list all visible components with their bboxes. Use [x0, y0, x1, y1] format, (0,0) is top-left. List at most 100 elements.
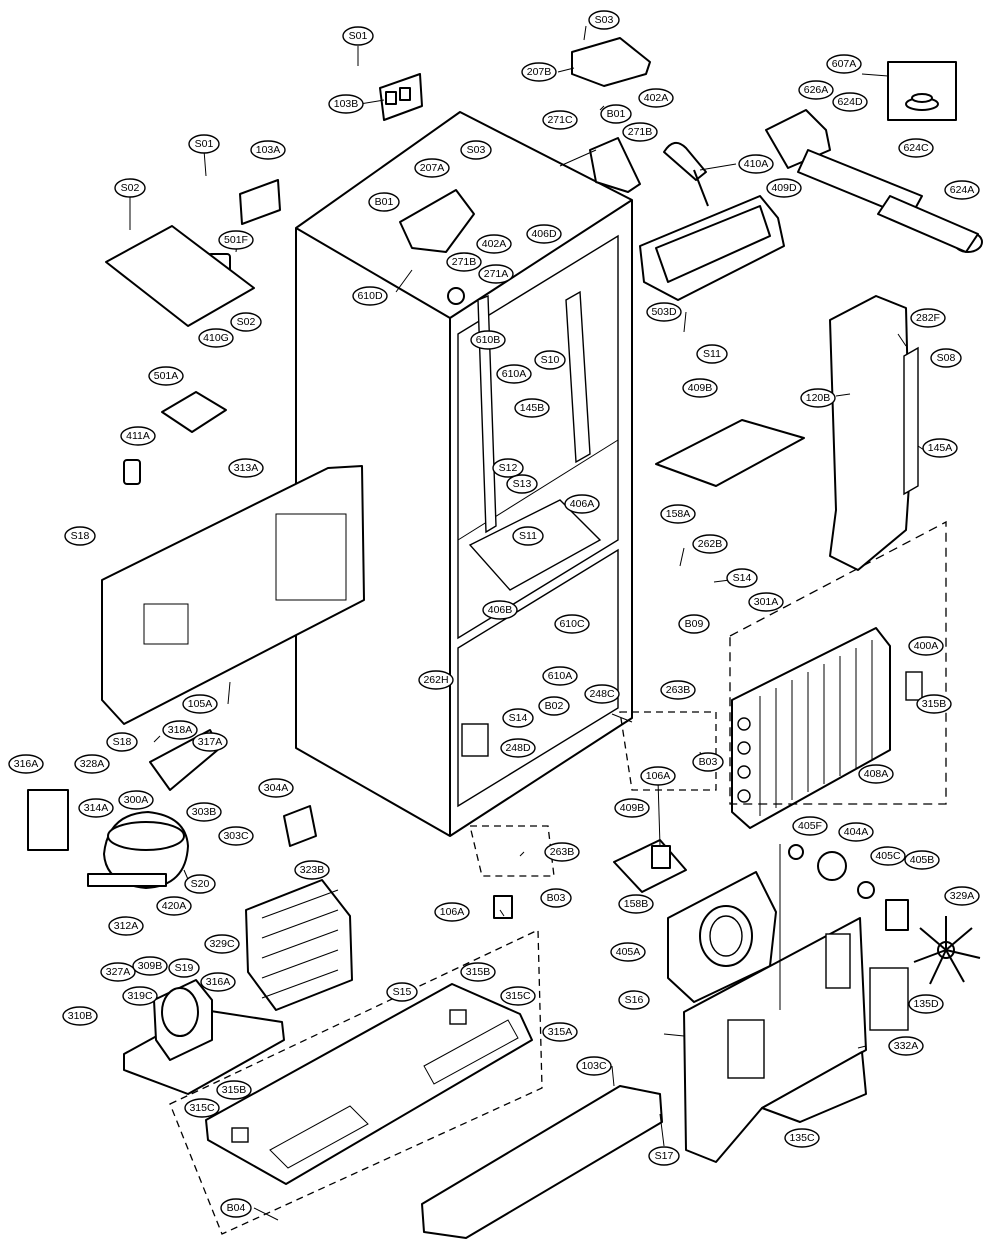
- callout-315c-left: 315C: [184, 1098, 220, 1118]
- callout-317a: 317A: [192, 732, 228, 752]
- label-610a: 610A: [548, 670, 573, 682]
- back-cover-313a: [101, 465, 365, 725]
- callout-s20: S20: [184, 874, 216, 894]
- label-501a: 501A: [154, 370, 179, 382]
- callout-b09: B09: [678, 614, 710, 634]
- callout-300a: 300A: [118, 790, 154, 810]
- label-b03: B03: [547, 892, 566, 904]
- label-409b: 409B: [620, 802, 645, 814]
- label-503d: 503D: [651, 306, 677, 318]
- label-s19: S19: [175, 962, 194, 974]
- callout-610d: 610D: [352, 286, 388, 306]
- label-315b: 315B: [222, 1084, 247, 1096]
- callout-s08: S08: [930, 348, 962, 368]
- callout-316a-low: 316A: [200, 972, 236, 992]
- callout-626a: 626A: [798, 80, 834, 100]
- callout-406a: 406A: [564, 494, 600, 514]
- label-315a: 315A: [548, 1026, 573, 1038]
- label-103b: 103B: [334, 98, 359, 110]
- label-301a: 301A: [754, 596, 779, 608]
- callout-s11-mid: S11: [512, 526, 544, 546]
- callout-402a-mid: 402A: [476, 234, 512, 254]
- label-s02: S02: [237, 316, 256, 328]
- callout-b01-mid: B01: [368, 192, 400, 212]
- grommet-405f: [788, 844, 804, 860]
- label-s11: S11: [703, 348, 721, 360]
- label-s10: S10: [541, 354, 560, 366]
- callout-309b: 309B: [132, 956, 168, 976]
- base-plate-315a: [205, 983, 533, 1185]
- callout-327a: 327A: [100, 962, 136, 982]
- fan-housing-405a: [667, 871, 777, 1003]
- label-303b: 303B: [192, 806, 217, 818]
- callout-409d: 409D: [766, 178, 802, 198]
- label-s18: S18: [71, 530, 90, 542]
- label-411a: 411A: [126, 430, 150, 442]
- callout-319c: 319C: [122, 986, 158, 1006]
- callout-s03-mid: S03: [460, 140, 492, 160]
- label-120b: 120B: [806, 392, 831, 404]
- label-624a: 624A: [950, 184, 975, 196]
- label-282f: 282F: [916, 312, 940, 324]
- callout-263b-right: 263B: [660, 680, 696, 700]
- callout-s03-top: S03: [588, 10, 620, 30]
- callout-b01-top: B01: [600, 104, 632, 124]
- label-b03: B03: [699, 756, 718, 768]
- callout-301a: 301A: [748, 592, 784, 612]
- label-607a: 607A: [832, 58, 857, 70]
- label-b04: B04: [227, 1202, 246, 1214]
- label-316a: 316A: [14, 758, 39, 770]
- filter-315b: [905, 671, 923, 701]
- label-s08: S08: [937, 352, 956, 364]
- label-300a: 300A: [124, 794, 149, 806]
- callout-310b: 310B: [62, 1006, 98, 1026]
- label-s01: S01: [195, 138, 214, 150]
- label-410a: 410A: [744, 158, 769, 170]
- callout-105a: 105A: [182, 694, 218, 714]
- callout-316a: 316A: [8, 754, 44, 774]
- label-624d: 624D: [837, 96, 863, 108]
- insulation-135d: [869, 967, 909, 1031]
- callout-b03-right: B03: [692, 752, 724, 772]
- callout-406b: 406B: [482, 600, 518, 620]
- callout-405f: 405F: [792, 816, 828, 836]
- callout-328a: 328A: [74, 754, 110, 774]
- callout-409b-low: 409B: [614, 798, 650, 818]
- label-501f: 501F: [224, 234, 248, 246]
- label-s15: S15: [393, 986, 412, 998]
- label-409d: 409D: [771, 182, 797, 194]
- label-s17: S17: [655, 1150, 674, 1162]
- label-304a: 304A: [264, 782, 289, 794]
- label-b09: B09: [685, 618, 704, 630]
- condenser-coil-323b: [245, 879, 353, 1011]
- label-405c: 405C: [875, 850, 901, 862]
- label-315c: 315C: [189, 1102, 215, 1114]
- label-106a: 106A: [440, 906, 465, 918]
- label-316a: 316A: [206, 976, 231, 988]
- label-s14: S14: [733, 572, 752, 584]
- callout-s01-left: S01: [188, 134, 220, 154]
- label-624c: 624C: [903, 142, 929, 154]
- label-s03: S03: [595, 14, 614, 26]
- label-s20: S20: [191, 878, 210, 890]
- callout-610a-top: 610A: [496, 364, 532, 384]
- callout-262h: 262H: [418, 670, 454, 690]
- callout-b04: B04: [220, 1198, 252, 1218]
- label-s18: S18: [113, 736, 132, 748]
- callout-s17: S17: [648, 1146, 680, 1166]
- label-610a: 610A: [502, 368, 527, 380]
- callout-103b: 103B: [328, 94, 364, 114]
- label-s14: S14: [509, 712, 528, 724]
- callout-207a: 207A: [414, 158, 450, 178]
- callout-315b-low: 315B: [460, 962, 496, 982]
- callout-s02-mid: S02: [230, 312, 262, 332]
- label-262b: 262B: [698, 538, 723, 550]
- filter-316a: [27, 789, 69, 851]
- callout-410g: 410G: [198, 328, 234, 348]
- label-271a: 271A: [484, 268, 509, 280]
- callout-s18-left: S18: [64, 526, 96, 546]
- callout-405a: 405A: [610, 942, 646, 962]
- callout-501f: 501F: [218, 230, 254, 250]
- label-409b: 409B: [688, 382, 713, 394]
- label-s03: S03: [467, 144, 486, 156]
